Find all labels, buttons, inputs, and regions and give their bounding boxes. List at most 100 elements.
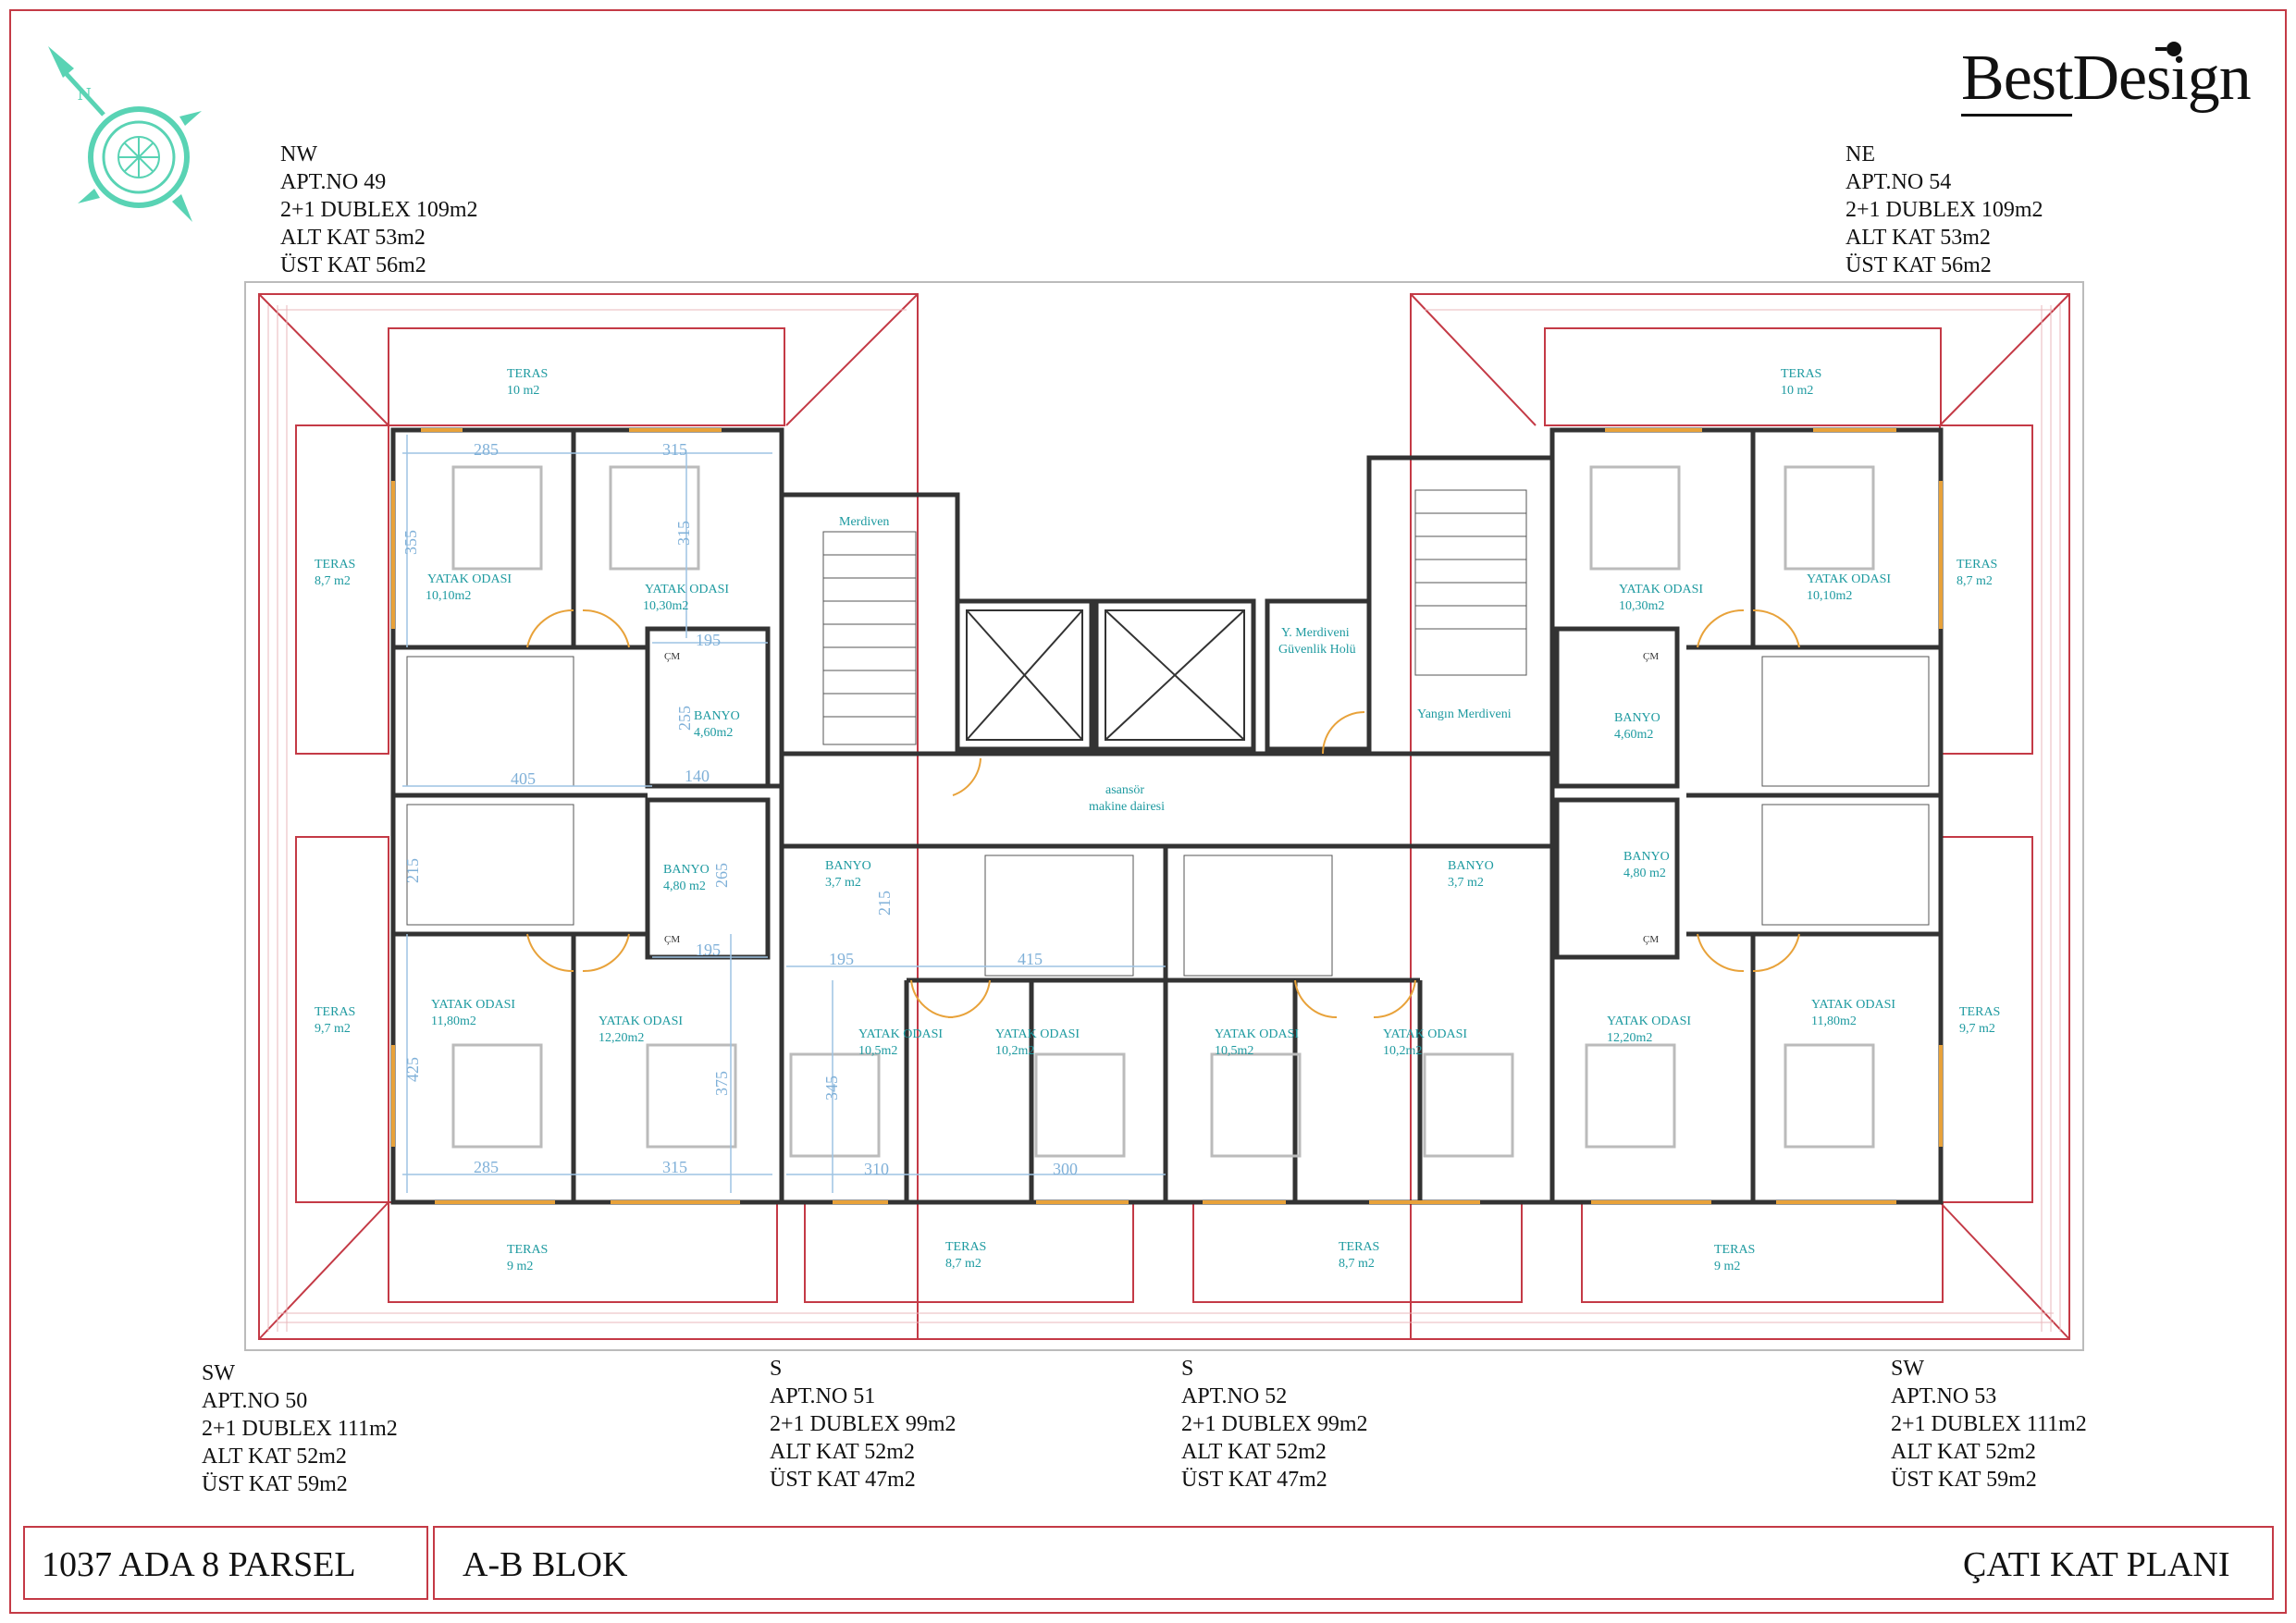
asansor-label-2: makine dairesi <box>1089 800 1165 814</box>
svg-text:3,7 m2: 3,7 m2 <box>825 876 861 890</box>
drawing-frame <box>9 9 2287 1614</box>
teras-label: TERAS <box>945 1240 986 1254</box>
teras-label: TERAS <box>507 367 548 381</box>
svg-text:11,80m2: 11,80m2 <box>1811 1014 1857 1028</box>
doors <box>526 609 1800 1019</box>
svg-text:195: 195 <box>829 950 854 968</box>
dimension-labels: 285 315 355 315 195 255 405 140 265 195 … <box>401 440 1078 1178</box>
svg-text:405: 405 <box>511 769 536 788</box>
cm-label: ÇM <box>1643 934 1659 945</box>
asansor-label-1: asansör <box>1105 783 1144 797</box>
svg-text:4,80 m2: 4,80 m2 <box>663 879 706 893</box>
svg-text:10,30m2: 10,30m2 <box>643 599 688 613</box>
svg-text:10,5m2: 10,5m2 <box>1215 1044 1253 1058</box>
svg-text:10,10m2: 10,10m2 <box>426 589 471 603</box>
banyo-label: BANYO <box>825 859 871 873</box>
merdiven-label: Merdiven <box>839 515 889 529</box>
roof-floor-plan: TERAS 10 m2 TERAS 10 m2 TERAS 8,7 m2 TERAS 8… <box>244 281 2084 1351</box>
titleblock-main-box <box>433 1526 2274 1600</box>
svg-text:425: 425 <box>403 1057 422 1082</box>
banyo-label: BANYO <box>1448 859 1494 873</box>
svg-text:8,7 m2: 8,7 m2 <box>1957 574 1993 588</box>
svg-text:8,7 m2: 8,7 m2 <box>315 574 351 588</box>
svg-text:375: 375 <box>712 1071 731 1096</box>
yatak-label: YATAK ODASI <box>1619 583 1703 596</box>
guvenlik-label-1: Y. Merdiveni <box>1281 626 1350 640</box>
titleblock-sheet: ÇATI KAT PLANI <box>1963 1545 2230 1584</box>
svg-text:265: 265 <box>712 863 731 888</box>
yatak-label: YATAK ODASI <box>431 998 515 1012</box>
yangin-label: Yangın Merdiveni <box>1417 707 1512 721</box>
svg-text:10,2m2: 10,2m2 <box>1383 1044 1422 1058</box>
svg-text:4,80 m2: 4,80 m2 <box>1623 867 1666 880</box>
banyo-label: BANYO <box>1614 711 1660 725</box>
svg-text:10 m2: 10 m2 <box>507 384 539 398</box>
svg-text:215: 215 <box>403 858 422 883</box>
svg-text:12,20m2: 12,20m2 <box>1607 1031 1652 1045</box>
elevator-shafts <box>966 609 1245 741</box>
svg-text:255: 255 <box>675 706 694 731</box>
compass-rose-icon: N <box>48 46 202 222</box>
svg-text:300: 300 <box>1053 1160 1078 1178</box>
svg-text:310: 310 <box>864 1160 889 1178</box>
yatak-label: YATAK ODASI <box>645 583 729 596</box>
banyo-label: BANYO <box>694 709 740 723</box>
svg-text:9,7 m2: 9,7 m2 <box>1959 1022 1995 1036</box>
dimension-lines <box>402 435 1166 1193</box>
roof-hatch <box>267 305 2061 1332</box>
svg-text:315: 315 <box>662 1158 687 1176</box>
svg-text:8,7 m2: 8,7 m2 <box>1339 1257 1375 1271</box>
svg-text:215: 215 <box>875 891 894 916</box>
walls-center <box>779 455 1555 1205</box>
banyo-label: BANYO <box>663 863 710 877</box>
teras-label: TERAS <box>1714 1243 1755 1257</box>
svg-text:9 m2: 9 m2 <box>1714 1260 1740 1273</box>
teras-label: TERAS <box>1957 558 1997 572</box>
cm-label: ÇM <box>664 651 680 662</box>
walls-right-wing <box>1549 427 1944 1205</box>
yatak-label: YATAK ODASI <box>427 572 512 586</box>
brand-logo: BestDesign <box>1961 42 2252 117</box>
teras-label: TERAS <box>507 1243 548 1257</box>
yatak-label: YATAK ODASI <box>1383 1027 1467 1041</box>
svg-text:195: 195 <box>696 941 721 959</box>
svg-text:4,60m2: 4,60m2 <box>694 726 733 740</box>
svg-text:12,20m2: 12,20m2 <box>599 1031 644 1045</box>
teras-label: TERAS <box>315 1005 355 1019</box>
svg-text:315: 315 <box>674 521 693 546</box>
teras-label: TERAS <box>1959 1005 2000 1019</box>
titleblock-parcel: 1037 ADA 8 PARSEL <box>42 1545 356 1584</box>
teras-label: TERAS <box>1339 1240 1379 1254</box>
yatak-label: YATAK ODASI <box>858 1027 943 1041</box>
titleblock-parcel-box <box>23 1526 428 1600</box>
svg-text:285: 285 <box>474 1158 499 1176</box>
svg-text:9,7 m2: 9,7 m2 <box>315 1022 351 1036</box>
svg-text:4,60m2: 4,60m2 <box>1614 728 1653 742</box>
svg-text:195: 195 <box>696 631 721 649</box>
yatak-label: YATAK ODASI <box>995 1027 1080 1041</box>
svg-text:10,5m2: 10,5m2 <box>858 1044 897 1058</box>
room-labels: TERAS 10 m2 TERAS 10 m2 TERAS 8,7 m2 TERAS 8… <box>315 367 2000 1273</box>
yatak-label: YATAK ODASI <box>599 1014 683 1028</box>
svg-text:355: 355 <box>401 530 420 555</box>
windows <box>391 428 1943 1204</box>
svg-text:10 m2: 10 m2 <box>1781 384 1813 398</box>
svg-text:10,2m2: 10,2m2 <box>995 1044 1034 1058</box>
titleblock-block: A-B BLOK <box>463 1545 628 1584</box>
svg-text:415: 415 <box>1018 950 1043 968</box>
svg-text:10,10m2: 10,10m2 <box>1807 589 1852 603</box>
yatak-label: YATAK ODASI <box>1811 998 1895 1012</box>
svg-text:11,80m2: 11,80m2 <box>431 1014 476 1028</box>
svg-text:10,30m2: 10,30m2 <box>1619 599 1664 613</box>
svg-text:315: 315 <box>662 440 687 459</box>
svg-text:3,7 m2: 3,7 m2 <box>1448 876 1484 890</box>
yatak-label: YATAK ODASI <box>1607 1014 1691 1028</box>
yatak-label: YATAK ODASI <box>1807 572 1891 586</box>
svg-text:140: 140 <box>685 767 710 785</box>
